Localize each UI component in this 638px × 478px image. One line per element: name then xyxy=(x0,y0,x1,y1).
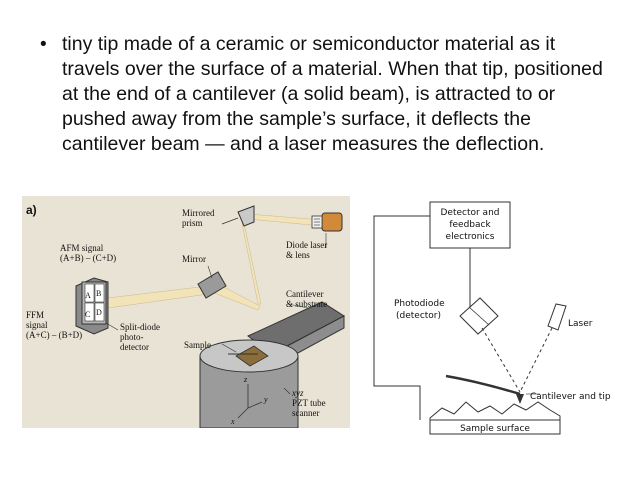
photodiode-split xyxy=(468,306,490,326)
xyz-axes xyxy=(237,384,263,419)
bullet-symbol: • xyxy=(40,34,47,55)
label-sample: Sample xyxy=(184,340,211,350)
detector-pointer xyxy=(105,322,119,331)
cantilever-pointer xyxy=(287,303,309,309)
label-afm-signal-1: AFM signal xyxy=(60,243,104,253)
sample-topography xyxy=(429,401,561,421)
label-cantilever-tip: Cantilever and tip xyxy=(530,392,611,402)
quadrant-b: B xyxy=(96,289,101,298)
label-cantilever-1: Cantilever xyxy=(286,289,324,299)
label-ffm-2: signal xyxy=(26,320,48,330)
quadrant-a: A xyxy=(85,291,91,300)
label-ffm-1: FFM xyxy=(26,310,44,320)
detector-box-line-2: feedback xyxy=(449,220,491,230)
label-split-diode-1: Split-diode xyxy=(120,322,160,332)
label-cantilever-2: & substrate xyxy=(286,299,327,309)
panel-label-a: a) xyxy=(26,203,37,217)
cantilever-tip xyxy=(516,394,524,404)
label-photodiode-1: Photodiode xyxy=(394,299,445,309)
axis-z: z xyxy=(243,375,248,384)
axis-x: x xyxy=(230,417,235,426)
diode-laser-shape xyxy=(311,212,343,232)
bullet-item: • tiny tip made of a ceramic or semicond… xyxy=(40,32,620,157)
label-mirror: Mirror xyxy=(182,254,206,264)
label-sample-surface: Sample surface xyxy=(460,424,530,434)
quadrant-c: C xyxy=(85,310,90,319)
prism-pointer xyxy=(221,217,239,225)
label-laser: Laser xyxy=(568,319,593,329)
label-mirrored-prism-2: prism xyxy=(182,218,203,228)
bullet-text: tiny tip made of a ceramic or semiconduc… xyxy=(62,33,603,155)
incident-beam xyxy=(519,327,553,393)
laser-shape xyxy=(547,303,567,331)
scanner-pointer xyxy=(283,387,291,395)
afm-principle-figure: Detector and feedback electronics Photod… xyxy=(373,201,611,435)
sample-on-stage xyxy=(235,345,269,367)
label-mirrored-prism-1: Mirrored xyxy=(182,208,215,218)
label-split-diode-3: detector xyxy=(120,342,149,352)
label-scanner-3: scanner xyxy=(292,408,319,418)
label-diode-laser-2: & lens xyxy=(286,250,310,260)
label-scanner-1: xyz xyxy=(291,388,304,398)
label-split-diode-2: photo- xyxy=(120,332,144,342)
afm-schematic-figure: a) Mirrored prism AFM signal (A+B) – (C+… xyxy=(22,196,350,428)
feedback-loop-line xyxy=(373,215,430,420)
label-diode-laser-1: Diode laser xyxy=(286,240,327,250)
detector-feedback-box xyxy=(429,201,511,249)
mirrored-prism-shape xyxy=(237,205,255,227)
detector-box-line-1: Detector and xyxy=(440,208,499,218)
mirror-pointer xyxy=(207,265,213,279)
sample-surface-box xyxy=(429,419,561,435)
axis-y: y xyxy=(263,395,268,404)
label-ffm-3: (A+C) – (B+D) xyxy=(26,330,82,340)
cantilever-beam xyxy=(445,374,521,396)
pzt-tube-scanner xyxy=(199,339,299,428)
quadrant-d: D xyxy=(96,308,102,317)
reflected-beam xyxy=(481,327,521,393)
split-diode-detector xyxy=(75,277,109,335)
label-afm-signal-2: (A+B) – (C+D) xyxy=(60,253,116,263)
sample-pointer xyxy=(221,343,237,353)
label-scanner-2: PZT tube xyxy=(292,398,326,408)
label-photodiode-2: (detector) xyxy=(396,311,441,321)
detector-box-line-3: electronics xyxy=(446,232,495,242)
